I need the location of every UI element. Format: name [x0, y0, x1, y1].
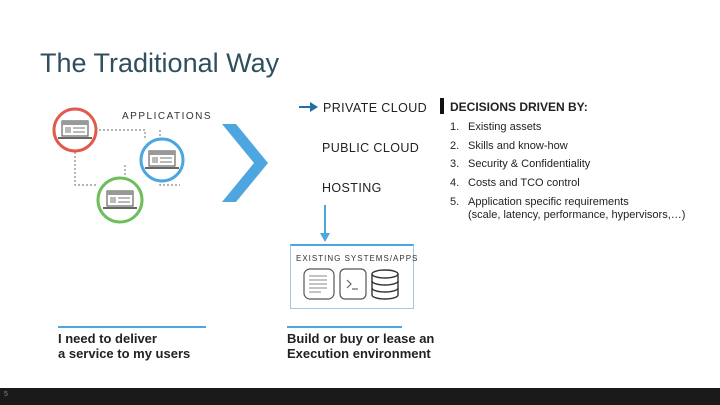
decision-subtext: (scale, latency, performance, hypervisor…	[468, 209, 686, 221]
connector-red-green	[74, 152, 97, 186]
decision-text: Security & Confidentiality	[468, 158, 591, 170]
connector-red-blue	[95, 129, 146, 140]
applications-diagram	[52, 107, 185, 224]
private-cloud-label: PRIVATE CLOUD	[323, 101, 428, 115]
page-number: 5	[4, 391, 8, 398]
left-caption-line: a service to my users	[58, 346, 191, 361]
right-caption-line: Build or buy or lease an	[287, 331, 435, 346]
slide-title: The Traditional Way	[40, 48, 280, 78]
chevron-right-icon	[222, 124, 268, 202]
decision-text: Application specific requirements	[468, 196, 629, 208]
decision-number: 5.	[450, 196, 460, 208]
arrow-right-icon	[299, 102, 318, 112]
blue-app-icon	[139, 137, 185, 183]
decision-text: Costs and TCO control	[468, 177, 580, 189]
public-cloud-label: PUBLIC CLOUD	[322, 141, 420, 155]
applications-label: APPLICATIONS	[122, 111, 213, 122]
right-caption: Build or buy or lease an Execution envir…	[287, 331, 434, 361]
decisions-divider	[440, 98, 444, 114]
decision-text: Existing assets	[468, 121, 542, 133]
code-file-icon	[339, 268, 367, 300]
existing-systems-label: EXISTING SYSTEMS/APPS	[296, 254, 419, 263]
right-underline	[287, 326, 402, 328]
hosting-label: HOSTING	[322, 181, 382, 195]
left-caption: I need to deliver a service to my users	[58, 331, 190, 361]
decision-item: 4. Costs and TCO control	[450, 177, 580, 190]
decision-item: 2. Skills and know-how	[450, 140, 568, 153]
document-icon	[303, 268, 335, 300]
green-app-icon	[96, 176, 144, 224]
database-icon	[371, 269, 399, 300]
left-underline	[58, 326, 206, 328]
existing-systems-icons	[303, 268, 399, 300]
decision-number: 4.	[450, 177, 460, 189]
existing-systems-box	[290, 244, 414, 309]
footer-bar	[0, 388, 720, 405]
right-caption-line: Execution environment	[287, 346, 431, 361]
decision-number: 1.	[450, 121, 460, 133]
decision-item: 5. Application specific requirements (sca…	[450, 196, 685, 222]
decision-number: 2.	[450, 140, 460, 152]
decision-text: Skills and know-how	[468, 140, 568, 152]
decisions-title: DECISIONS DRIVEN BY:	[450, 100, 588, 114]
decision-item: 3. Security & Confidentiality	[450, 158, 590, 171]
decision-number: 3.	[450, 158, 460, 170]
arrow-down-icon	[320, 205, 330, 242]
red-app-icon	[52, 107, 98, 153]
left-caption-line: I need to deliver	[58, 331, 157, 346]
decision-item: 1. Existing assets	[450, 121, 541, 134]
